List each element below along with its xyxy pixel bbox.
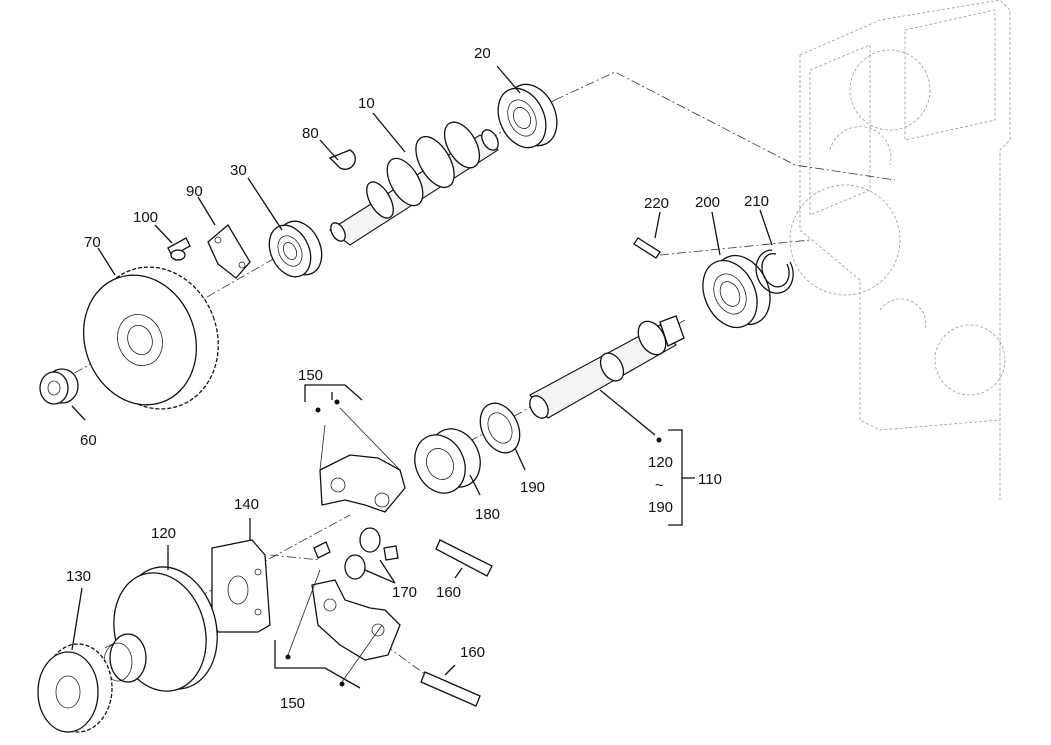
callout-80: 80 — [302, 125, 319, 142]
callout-30: 30 — [230, 162, 247, 179]
callout-220: 220 — [644, 195, 669, 212]
callout-210: 210 — [744, 193, 769, 210]
callout-labels: 20 10 80 30 90 100 70 60 220 200 210 150… — [66, 45, 769, 712]
callout-190-range-end: 190 — [648, 499, 673, 516]
callout-170: 170 — [392, 584, 417, 601]
callout-180: 180 — [475, 506, 500, 523]
range-tilde: ~ — [655, 477, 664, 494]
callout-70: 70 — [84, 234, 101, 251]
bearing-30 — [268, 220, 323, 278]
callout-200: 200 — [695, 194, 720, 211]
screw-220 — [633, 237, 661, 259]
bracket-90 — [207, 224, 251, 279]
pin-160-lower — [420, 671, 481, 707]
pin-160-upper — [435, 539, 493, 577]
callout-130: 130 — [66, 568, 91, 585]
washer-190 — [479, 402, 521, 454]
block-140 — [211, 539, 271, 633]
bearing-20 — [497, 83, 558, 149]
nut-60 — [39, 368, 79, 405]
drum-120 — [103, 566, 218, 692]
callout-150-upper: 150 — [298, 367, 323, 384]
woodruff-key-80 — [328, 149, 356, 170]
bolt-100 — [167, 237, 191, 261]
leader-lines — [71, 65, 773, 676]
callout-90: 90 — [186, 183, 203, 200]
callout-10: 10 — [358, 95, 375, 112]
callout-100: 100 — [133, 209, 158, 226]
gear-130 — [37, 643, 113, 733]
callout-160-upper: 160 — [436, 584, 461, 601]
callout-160-lower: 160 — [460, 644, 485, 661]
shaft-110 — [529, 315, 685, 419]
callout-120: 120 — [151, 525, 176, 542]
sleeve-180 — [414, 428, 481, 494]
flyweight-150-upper — [319, 407, 406, 513]
circlip-210 — [755, 249, 794, 294]
camshaft-10 — [329, 121, 499, 246]
bracket-110 — [656, 429, 695, 526]
callout-120-range-start: 120 — [648, 454, 673, 471]
callout-110: 110 — [698, 471, 722, 488]
callout-140: 140 — [234, 496, 259, 513]
bearing-200 — [702, 254, 771, 329]
callout-20: 20 — [474, 45, 491, 62]
pins-170 — [313, 527, 399, 580]
callout-60: 60 — [80, 432, 97, 449]
gear-70 — [82, 266, 219, 410]
bracket-150-lower — [274, 569, 383, 689]
callout-150-lower: 150 — [280, 695, 305, 712]
callout-190: 190 — [520, 479, 545, 496]
bracket-150-upper — [304, 384, 363, 413]
flyweight-150-lower — [311, 579, 401, 661]
housing-outline — [789, 0, 1011, 500]
